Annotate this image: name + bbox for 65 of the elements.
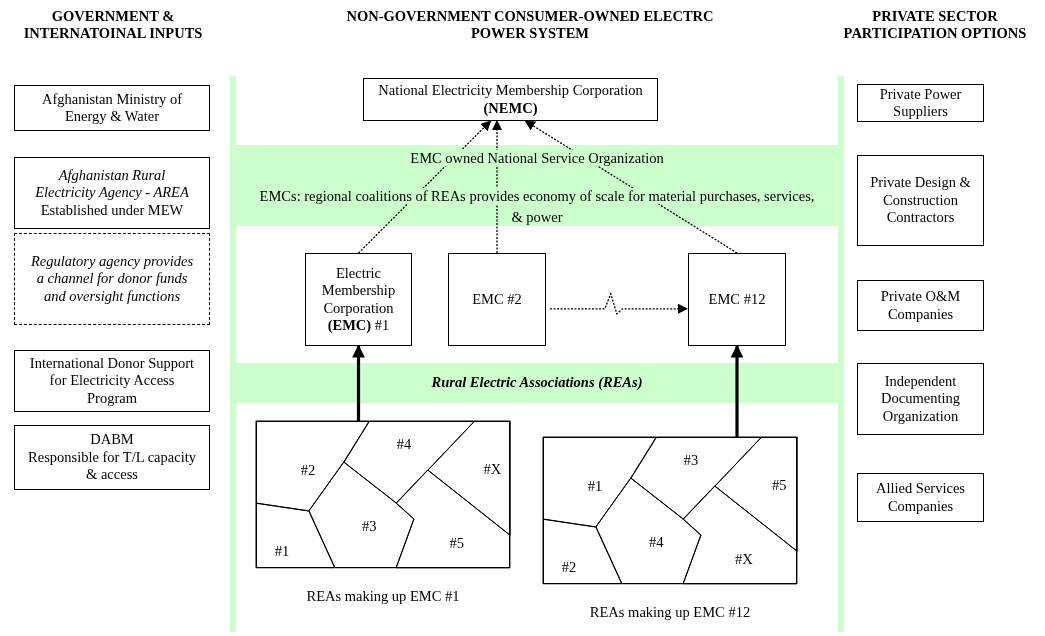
box-text: DABM	[90, 431, 134, 449]
org-box	[14, 85, 210, 131]
map-box	[256, 421, 510, 568]
org-box	[857, 473, 984, 522]
column-heading: NON-GOVERNMENT CONSUMER-OWNED ELECTRC POWER SYSTEM	[345, 8, 715, 43]
node-label: REAs making up EMC #12	[588, 604, 752, 621]
region-number: #1	[587, 478, 603, 496]
arrow	[491, 119, 503, 254]
org-box	[448, 253, 546, 346]
box-text: EMC #2	[472, 290, 522, 309]
box-text: Regulatory agency provides a channel for donor funds and oversight functions	[29, 252, 195, 306]
region-number: #1	[274, 543, 290, 561]
region-number: #3	[683, 452, 699, 470]
org-box	[688, 253, 786, 346]
box-text: Afghanistan Ministry of Energy & Water	[40, 90, 184, 126]
org-box	[857, 84, 984, 122]
map-region	[543, 519, 622, 584]
box-text: International Donor Support for Electricity Access Program	[28, 354, 196, 408]
band-text: EMC owned National Service Organization	[410, 150, 664, 166]
map-region	[256, 421, 370, 512]
region-number: #2	[561, 559, 577, 577]
region-number: #X	[483, 461, 502, 479]
map-region	[427, 421, 510, 536]
map-region	[543, 437, 657, 528]
map-box	[543, 437, 797, 584]
arrow	[730, 344, 744, 437]
box-text: EMC #12	[708, 290, 766, 309]
map-region	[630, 437, 762, 520]
box-text: Afghanistan Rural Electricity Agency - AREA	[34, 166, 190, 202]
map-region	[343, 421, 475, 504]
arrow	[352, 344, 365, 421]
org-box	[305, 253, 412, 346]
region-number: #4	[396, 436, 412, 454]
org-box	[857, 363, 984, 435]
region-number: #X	[734, 551, 753, 569]
box-text: National Electricity Membership Corporation (NEMC)	[377, 82, 644, 117]
arrow	[357, 120, 492, 254]
box-text: Independent Documenting Organization	[880, 372, 961, 426]
box-text: Responsible for T/L capacity & access	[27, 448, 197, 484]
org-box	[857, 280, 984, 331]
box-text: Private Design & Construction Contractors	[870, 174, 971, 227]
map-region	[256, 503, 335, 568]
node-label: REAs making up EMC #1	[305, 588, 461, 605]
map-region	[714, 437, 797, 552]
org-box	[14, 350, 210, 412]
box-text: Allied Services Companies	[875, 480, 966, 515]
region-number: #3	[361, 518, 377, 537]
arrow	[524, 120, 738, 254]
region-number: #5	[449, 535, 465, 553]
org-box	[14, 233, 210, 325]
org-box	[857, 155, 984, 246]
region-number: #2	[300, 462, 316, 480]
column-heading: GOVERNMENT & INTERNATOINAL INPUTS	[22, 8, 204, 43]
region-number: #5	[772, 477, 787, 495]
column-heading: PRIVATE SECTOR PARTICIPATION OPTIONS	[842, 8, 1028, 43]
box-text: Electric Membership Corporation (EMC) #1	[320, 264, 397, 335]
org-box	[14, 425, 210, 490]
org-box	[14, 157, 210, 229]
box-text: Private Power Suppliers	[878, 85, 963, 121]
box-text: Private O&M Companies	[879, 288, 962, 323]
org-box	[363, 78, 658, 121]
region-number: #4	[648, 534, 664, 553]
box-text: Established under MEW	[40, 201, 184, 220]
arrow	[549, 291, 689, 315]
band-text: Rural Electric Associations (REAs)	[431, 374, 643, 390]
